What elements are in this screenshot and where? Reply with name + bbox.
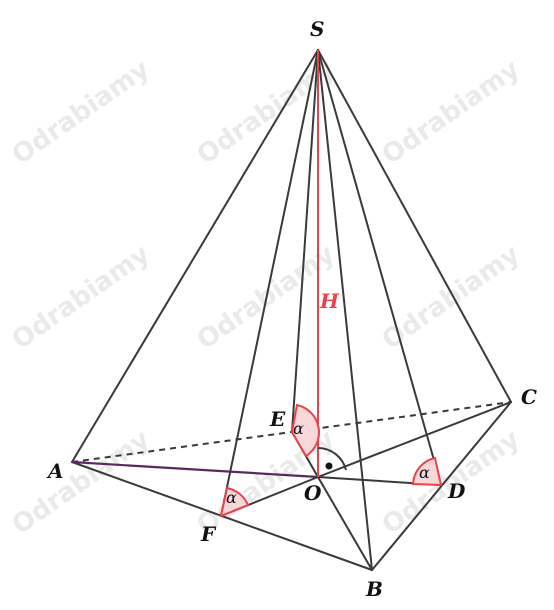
segment-OB: [317, 476, 373, 571]
segment-OC: [317, 401, 512, 478]
point-label-O: O: [304, 481, 322, 505]
point-label-C: C: [521, 385, 537, 409]
angle-arc-E: [290, 403, 320, 458]
segment-SD: [317, 49, 442, 486]
right-angle-arc: [317, 447, 347, 471]
angle-label-D: α: [419, 463, 430, 482]
point-label-A: A: [46, 459, 64, 483]
watermark-text: Odrabiamy: [7, 424, 155, 540]
edge-SA: [71, 49, 319, 463]
point-label-S: S: [310, 17, 324, 41]
watermark-text: Odrabiamy: [7, 239, 155, 355]
point-label-B: B: [365, 577, 383, 601]
point-label-F: F: [200, 522, 217, 546]
segment-AO: [71, 460, 319, 479]
watermark-text: Odrabiamy: [7, 54, 155, 170]
angle-arc-F: [219, 486, 250, 518]
point-label-E: E: [269, 407, 286, 431]
angle-label-F: α: [226, 488, 237, 507]
edge-SC: [317, 49, 512, 403]
angle-arc-D: [411, 456, 443, 487]
segment-SF: [220, 49, 319, 517]
segment-SE: [291, 49, 319, 433]
angle-label-E: α: [293, 419, 304, 438]
right-angle-dot: [325, 462, 333, 470]
edge-SB: [317, 49, 373, 571]
height-label: H: [319, 289, 340, 313]
watermark-text: Odrabiamy: [377, 54, 525, 170]
point-label-D: D: [447, 479, 466, 503]
